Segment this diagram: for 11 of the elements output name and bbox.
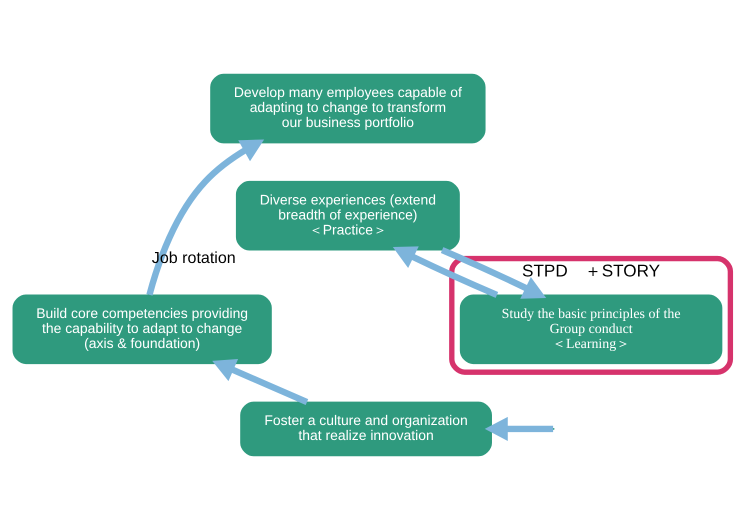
node-box: Foster a culture and organization that realize innovation xyxy=(240,402,492,456)
arrow xyxy=(440,247,546,299)
node-box: Study the basic principles of the Group conduct ＜Learning＞ xyxy=(460,294,722,364)
arrow xyxy=(392,246,498,298)
arrow xyxy=(146,140,264,296)
node-label: Job rotation xyxy=(152,248,236,267)
node-box: Develop many employees capable of adapting to change to transform our business portfolio xyxy=(210,74,486,144)
node-box: Build core competencies providing the capability to adapt to change (axis & foundation) xyxy=(12,294,272,364)
arrow xyxy=(212,358,308,406)
node-box: Diverse experiences (extend breadth of experience) ＜Practice＞ xyxy=(236,180,460,251)
arrow xyxy=(484,416,554,441)
